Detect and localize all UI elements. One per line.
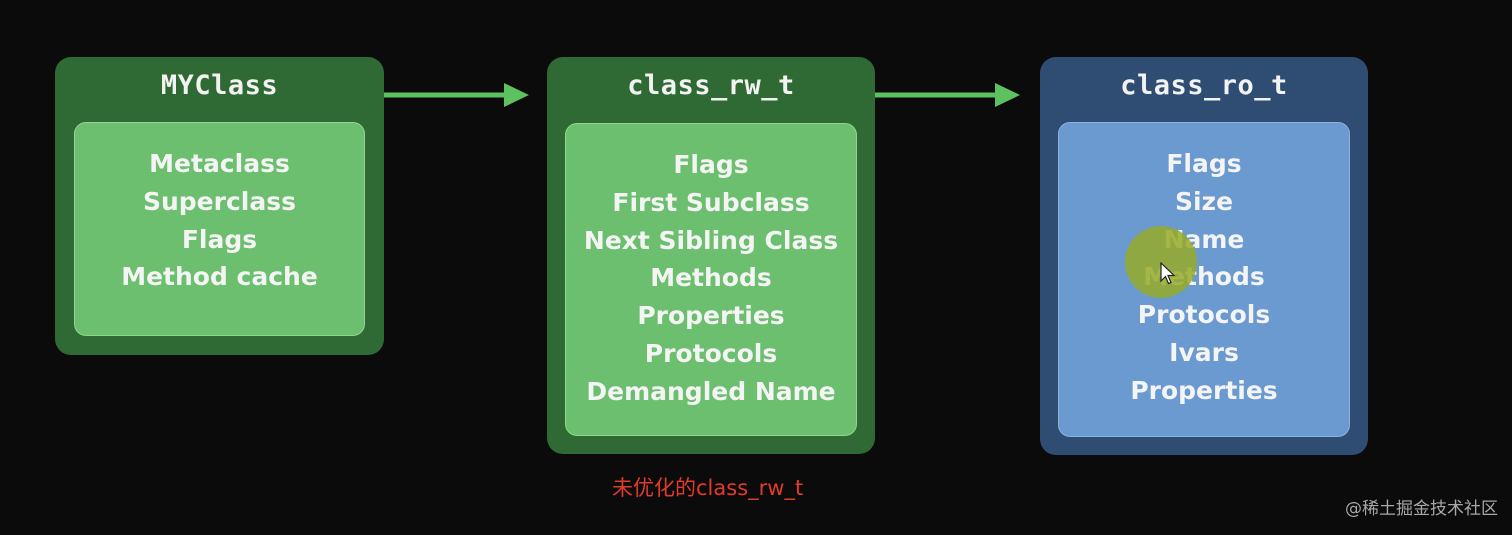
- class-ro-t-box: class_ro_t Flags Size Name Methods Proto…: [1040, 57, 1368, 455]
- field-protocols: Protocols: [644, 338, 778, 368]
- arrow-rw-to-ro: [875, 83, 1020, 107]
- field-superclass: Superclass: [142, 186, 296, 216]
- box-title-class-rw-t: class_rw_t: [627, 70, 795, 101]
- myclass-fields: Metaclass Superclass Flags Method cache: [74, 122, 365, 336]
- class-rw-t-fields: Flags First Subclass Next Sibling Class …: [565, 123, 857, 436]
- field-properties: Properties: [1130, 375, 1278, 405]
- mouse-pointer-icon: [1160, 262, 1176, 285]
- field-protocols: Protocols: [1137, 300, 1271, 330]
- watermark: @稀土掘金技术社区: [1345, 499, 1498, 519]
- class-ro-t-fields: Flags Size Name Methods Protocols Ivars …: [1058, 122, 1350, 437]
- field-next-sibling-class: Next Sibling Class: [583, 225, 839, 255]
- field-first-subclass: First Subclass: [612, 187, 810, 217]
- field-methods: Methods: [650, 263, 772, 293]
- box-title-class-ro-t: class_ro_t: [1120, 70, 1288, 101]
- arrow-myclass-to-rw: [384, 83, 529, 107]
- field-flags: Flags: [1166, 149, 1242, 178]
- field-flags: Flags: [673, 150, 749, 179]
- field-demangled-name: Demangled Name: [586, 376, 836, 406]
- field-method-cache: Method cache: [121, 262, 318, 292]
- box-title-myclass: MYClass: [160, 70, 279, 101]
- field-ivars: Ivars: [1169, 337, 1239, 367]
- myclass-box: MYClass Metaclass Superclass Flags Metho…: [55, 57, 384, 355]
- class-rw-t-box: class_rw_t Flags First Subclass Next Sib…: [547, 57, 875, 454]
- field-size: Size: [1174, 186, 1234, 216]
- diagram-caption: 未优化的class_rw_t: [612, 476, 804, 500]
- field-flags: Flags: [181, 224, 258, 254]
- field-metaclass: Metaclass: [149, 149, 290, 178]
- field-properties: Properties: [637, 301, 785, 331]
- cursor-highlight: [1125, 226, 1197, 298]
